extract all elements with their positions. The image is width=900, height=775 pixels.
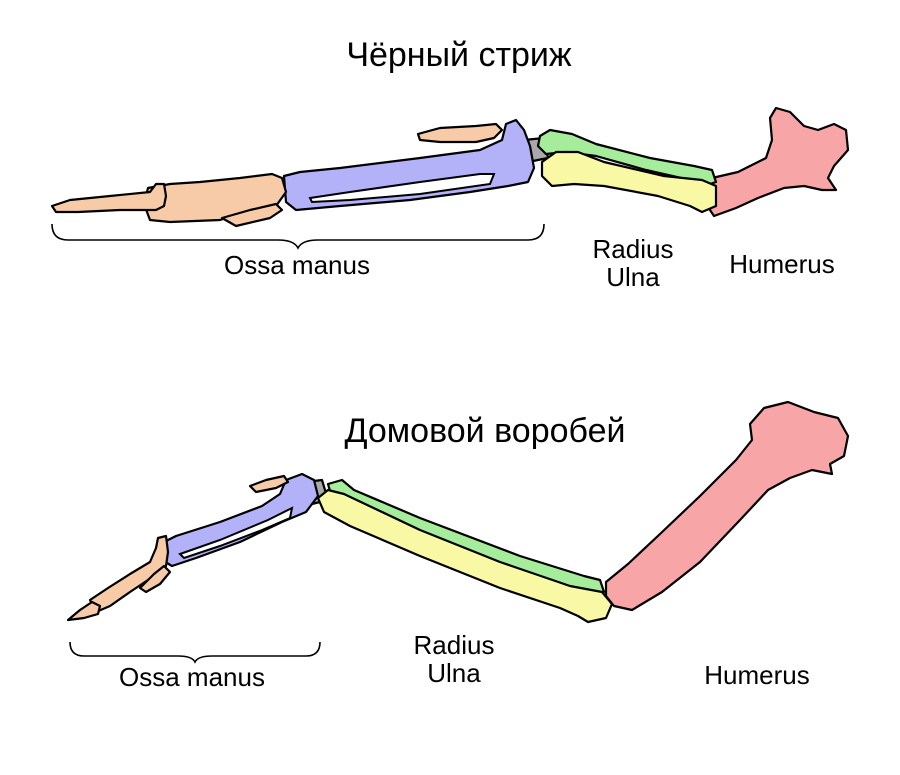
sparrow-carpometacarpus <box>158 472 320 568</box>
swift-label-humerus: Humerus <box>729 249 834 279</box>
swift-label-manus: Ossa manus <box>224 250 370 280</box>
sparrow-diagram: Домовой воробей Ossa manus Radius Ulna H… <box>66 400 850 692</box>
sparrow-digit-main <box>88 534 170 614</box>
sparrow-alula <box>248 474 290 494</box>
swift-digit-tip <box>50 182 168 214</box>
swift-diagram: Чёрный стриж Ossa manus Radius Ulna Hume… <box>50 36 850 292</box>
sparrow-ulna <box>316 488 614 624</box>
sparrow-title: Домовой воробей <box>344 412 625 450</box>
swift-metacarpal-gap <box>308 173 496 204</box>
swift-manus-brace <box>51 223 545 250</box>
sparrow-metacarpal-gap <box>178 506 294 560</box>
sparrow-minor-digit <box>138 564 172 594</box>
swift-label-radius: Radius <box>593 234 674 264</box>
sparrow-humerus <box>604 400 850 612</box>
swift-humerus <box>704 106 850 218</box>
sparrow-digit-tip <box>66 600 102 622</box>
sparrow-label-manus: Ossa manus <box>119 662 265 692</box>
swift-alula <box>416 122 504 144</box>
sparrow-label-ulna: Ulna <box>427 658 481 688</box>
swift-title: Чёрный стриж <box>346 36 572 74</box>
sparrow-label-humerus: Humerus <box>704 660 809 690</box>
swift-minor-digit <box>220 202 284 228</box>
sparrow-radius <box>326 478 606 598</box>
swift-label-ulna: Ulna <box>606 262 660 292</box>
sparrow-manus-brace <box>69 641 321 664</box>
swift-ulna <box>540 150 718 214</box>
sparrow-label-radius: Radius <box>414 630 495 660</box>
